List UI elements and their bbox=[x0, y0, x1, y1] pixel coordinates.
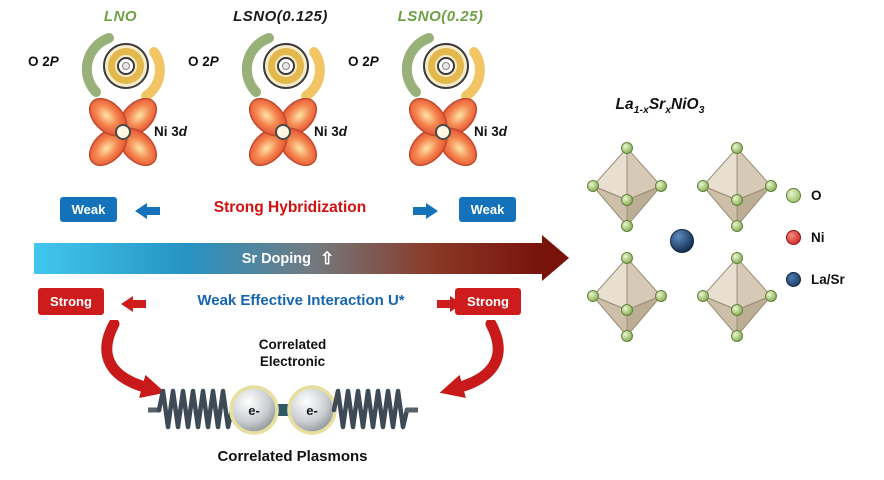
perovskite-crystal-structure bbox=[587, 142, 777, 342]
weak-badge-right: Weak bbox=[459, 197, 516, 222]
correlated-electronic-caption: Correlated Electronic bbox=[200, 336, 385, 370]
ni3d-label: Ni 3d bbox=[474, 124, 507, 139]
ni3d-label: Ni 3d bbox=[314, 124, 347, 139]
nio6-octahedron bbox=[702, 147, 772, 227]
panel-title-lsno25: LSNO(0.25) bbox=[397, 8, 484, 25]
formula-subscript: 3 bbox=[698, 104, 705, 117]
la-sr-dot-icon bbox=[786, 271, 801, 287]
nickel-dot-icon bbox=[786, 229, 801, 245]
right-arrow-icon bbox=[413, 203, 438, 219]
arrow-bar bbox=[133, 300, 146, 308]
o2p-symbol: P bbox=[49, 54, 59, 69]
arrow-head bbox=[121, 296, 133, 312]
oxygen-dot-icon bbox=[786, 187, 801, 203]
legend: O Ni La/Sr bbox=[786, 187, 845, 314]
ni3d-symbol: d bbox=[178, 124, 188, 139]
chemical-formula: La1-xSrxNiO3 bbox=[585, 96, 735, 116]
curved-red-arrow-right bbox=[439, 320, 504, 398]
o2p-text: O 2 bbox=[348, 54, 370, 69]
o2p-label: O 2P bbox=[28, 54, 59, 69]
legend-row-lasr: La/Sr bbox=[786, 271, 845, 287]
electron-label-left: e- bbox=[248, 403, 260, 418]
ni3d-text: Ni 3 bbox=[154, 124, 179, 139]
ni3d-symbol: d bbox=[498, 124, 508, 139]
o2p-symbol: P bbox=[209, 54, 219, 69]
o2p-text: O 2 bbox=[188, 54, 210, 69]
ni3d-symbol: d bbox=[338, 124, 348, 139]
gradient-arrow-head bbox=[542, 235, 569, 281]
formula-subscript: x bbox=[665, 104, 672, 117]
oxygen-atoms bbox=[587, 142, 777, 342]
legend-label: O bbox=[811, 187, 822, 203]
orbital-panel-lsno125: LSNO(0.125) O 2P Ni 3d bbox=[188, 8, 373, 186]
legend-row-nickel: Ni bbox=[786, 229, 845, 245]
arrow-bar bbox=[437, 300, 450, 308]
arrow-bar bbox=[147, 207, 160, 215]
correlated-plasmons-graphic: e- e- bbox=[148, 385, 418, 435]
la-sr-atom bbox=[670, 229, 694, 253]
orbital-hybridization-graphic bbox=[62, 26, 192, 176]
ni3d-text: Ni 3 bbox=[314, 124, 339, 139]
panel-title-lno: LNO bbox=[103, 8, 138, 25]
caption-line-1: Correlated bbox=[258, 337, 327, 352]
formula-part: NiO bbox=[671, 96, 699, 113]
nio6-octahedron bbox=[592, 147, 662, 227]
arrow-head bbox=[135, 203, 147, 219]
orbital-hybridization-graphic bbox=[382, 26, 512, 176]
electron-sphere-left bbox=[229, 385, 279, 435]
o2p-label: O 2P bbox=[348, 54, 379, 69]
strong-hybridization-label: Strong Hybridization bbox=[213, 199, 367, 216]
o2p-symbol: P bbox=[369, 54, 379, 69]
formula-part: Sr bbox=[648, 96, 666, 113]
sr-doping-gradient-arrow: Sr Doping ⇧ bbox=[34, 243, 542, 274]
o2p-label: O 2P bbox=[188, 54, 219, 69]
nio6-octahedron bbox=[592, 257, 662, 337]
arrow-bar bbox=[413, 207, 426, 215]
ni3d-text: Ni 3 bbox=[474, 124, 499, 139]
spring-coil-left bbox=[156, 388, 235, 430]
o2p-text: O 2 bbox=[28, 54, 50, 69]
formula-part: La bbox=[615, 96, 634, 113]
strong-badge-left: Strong bbox=[38, 288, 104, 315]
up-arrow-icon: ⇧ bbox=[320, 249, 335, 268]
correlated-plasmons-caption: Correlated Plasmons bbox=[217, 448, 368, 465]
ni3d-label: Ni 3d bbox=[154, 124, 187, 139]
legend-label: Ni bbox=[811, 229, 825, 245]
electron-label-right: e- bbox=[306, 403, 318, 418]
legend-row-oxygen: O bbox=[786, 187, 845, 203]
orbital-panel-lno: LNO O 2P Ni 3d bbox=[28, 8, 213, 186]
left-arrow-icon bbox=[135, 203, 160, 219]
nio6-octahedron bbox=[702, 257, 772, 337]
arrow-head bbox=[426, 203, 438, 219]
orbital-hybridization-graphic bbox=[222, 26, 352, 176]
panel-title-lsno125: LSNO(0.125) bbox=[233, 8, 328, 25]
weak-effective-interaction-label: Weak Effective Interaction U* bbox=[197, 292, 405, 309]
orbital-panel-lsno25: LSNO(0.25) O 2P Ni 3d bbox=[348, 8, 533, 186]
legend-label: La/Sr bbox=[811, 271, 845, 287]
sr-doping-label: Sr Doping bbox=[241, 250, 312, 267]
caption-line-2: Electronic bbox=[259, 354, 326, 369]
spring-coil-right bbox=[331, 388, 410, 430]
curved-red-arrow-left bbox=[101, 320, 166, 398]
weak-badge-left: Weak bbox=[60, 197, 117, 222]
formula-subscript: 1-x bbox=[633, 104, 649, 117]
left-arrow-icon bbox=[121, 296, 146, 312]
strong-badge-right: Strong bbox=[455, 288, 521, 315]
